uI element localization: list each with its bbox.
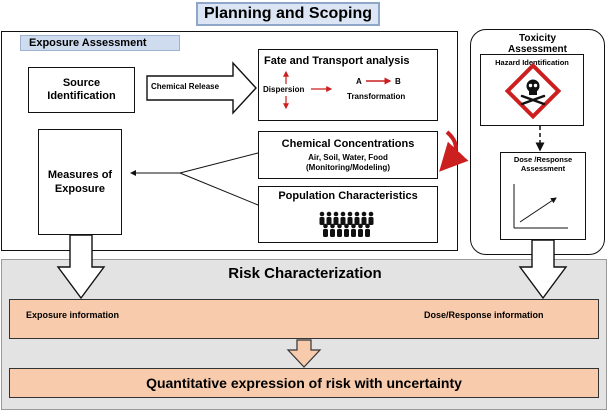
dose-response-information-label: Dose/Response information xyxy=(424,310,544,320)
chemical-concentrations-title: Chemical Concentrations xyxy=(281,138,415,150)
planning-scoping-title: Planning and Scoping xyxy=(196,2,380,26)
toxicity-assessment-header: Toxicity Assessment xyxy=(508,33,567,55)
compound-b-label: B xyxy=(395,77,401,86)
toxicity-down-arrow xyxy=(518,239,568,300)
transformation-label: Transformation xyxy=(347,92,406,101)
chemical-concentrations-box xyxy=(258,131,438,179)
chemical-methods-text: (Monitoring/Modeling) xyxy=(306,163,390,172)
measures-of-exposure-box: Measures of Exposure xyxy=(38,129,122,235)
exposure-down-arrow xyxy=(56,234,106,300)
dispersion-label: Dispersion xyxy=(263,85,305,94)
people-group-icon xyxy=(319,211,374,237)
skull-crossbones-icon xyxy=(504,62,562,120)
source-identification-box: Source Identification xyxy=(28,67,135,113)
chemical-release-label: Chemical Release xyxy=(151,82,220,91)
dose-response-label: Dose /Response Assessment xyxy=(513,155,573,173)
chemical-release-arrow xyxy=(146,61,257,115)
dose-response-chart-icon xyxy=(513,184,568,229)
fate-transport-title: Fate and Transport analysis xyxy=(264,55,410,67)
population-characteristics-title: Population Characteristics xyxy=(278,190,418,202)
population-line xyxy=(179,172,259,206)
exposure-information-label: Exposure information xyxy=(26,310,120,320)
exposure-assessment-header: Exposure Assessment xyxy=(20,35,180,51)
chemical-media-text: Air, Soil, Water, Food xyxy=(308,153,388,162)
quantitative-risk-box: Quantitative expression of risk with unc… xyxy=(9,368,599,398)
hazard-identification-label: Hazard Identification xyxy=(495,58,569,67)
red-curved-arrow xyxy=(439,130,469,172)
compound-a-label: A xyxy=(356,77,362,86)
risk-characterization-title: Risk Characterization xyxy=(228,264,382,282)
concentration-line xyxy=(179,152,259,174)
risk-down-arrow xyxy=(286,339,322,368)
information-row xyxy=(9,299,599,339)
